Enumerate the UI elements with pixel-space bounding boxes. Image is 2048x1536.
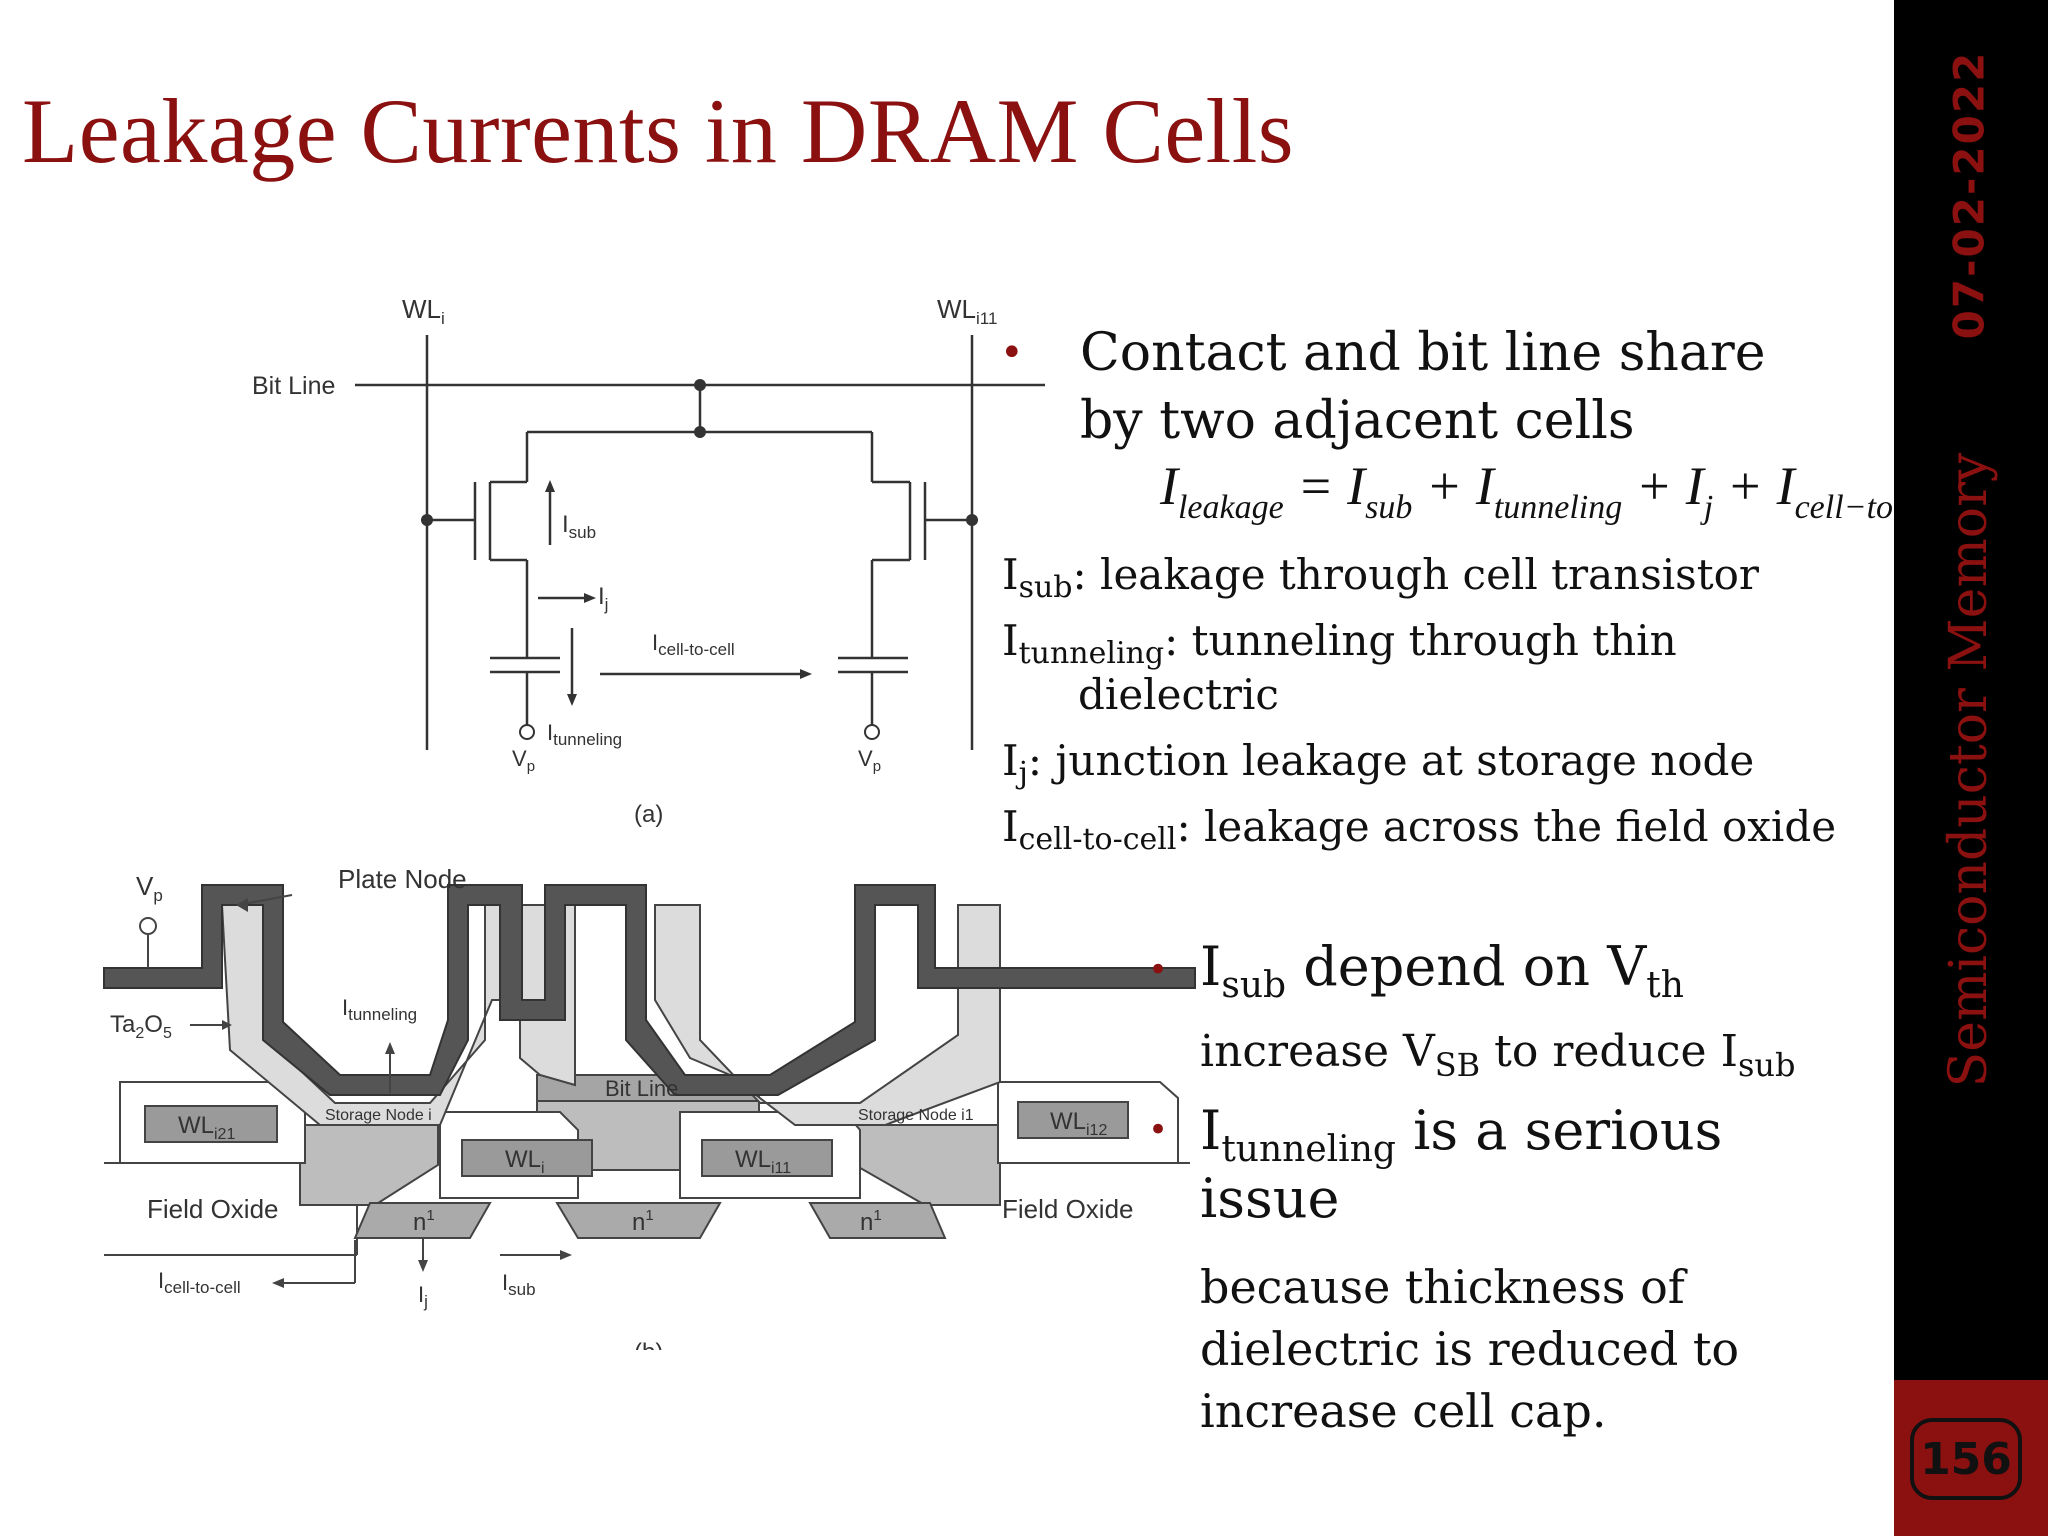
label-storage-node-i1: Storage Node i1 — [858, 1107, 974, 1124]
label-icell-b: Icell-to-cell — [158, 1268, 241, 1297]
label-wl-i-b: WLi — [505, 1146, 545, 1177]
def-itunneling-cont: dielectric — [1078, 670, 1279, 719]
page-number-box — [1894, 1380, 2048, 1536]
label-plate-node: Plate Node — [338, 864, 467, 894]
label-n-right: n1 — [860, 1207, 882, 1236]
leakage-equation: Ileakage = Isub + Itunneling + Ij + Icel… — [1160, 456, 1932, 526]
def-ij: Ij: junction leakage at storage node — [1002, 736, 1755, 791]
label-vp-right-a: Vp — [858, 746, 881, 775]
def-itunneling: Itunneling: tunneling through thin — [1002, 616, 1677, 671]
bullet-3-body-1: because thickness of — [1200, 1260, 1685, 1314]
label-bit-line-a: Bit Line — [252, 372, 335, 400]
label-wl-i21: WLi21 — [178, 1112, 235, 1143]
label-n-left: n1 — [413, 1207, 435, 1236]
page-number: 156 — [1910, 1418, 2022, 1500]
label-wl-i11-b: WLi11 — [735, 1146, 791, 1177]
label-field-oxide-right: Field Oxide — [1002, 1194, 1134, 1224]
bullet-1-line-2: by two adjacent cells — [1080, 391, 1635, 451]
label-ij-a: Ij — [598, 583, 608, 614]
label-wl-i1: WLi11 — [937, 294, 997, 328]
label-icell-a: Icell-to-cell — [652, 630, 735, 659]
bullet-3-line-2: issue — [1200, 1167, 1340, 1230]
label-ij-b: Ij — [418, 1282, 428, 1311]
def-isub: Isub: leakage through cell transistor — [1002, 550, 1759, 605]
bullet-3-body-3: increase cell cap. — [1200, 1384, 1607, 1438]
def-icell: Icell-to-cell: leakage across the field … — [1002, 802, 1837, 857]
caption-a: (a) — [634, 801, 663, 828]
label-isub-b: Isub — [502, 1270, 536, 1299]
course-title-overlay: Semiconductor Memory — [1939, 452, 1999, 1088]
label-vp-b: Vp — [136, 871, 163, 905]
label-ta2o5: Ta2O5 — [110, 1011, 172, 1042]
bullet-2-line-2: increase VSB to reduce Isub — [1200, 1026, 1796, 1084]
label-itunnel-b: Itunneling — [342, 995, 417, 1024]
bullet-2-marker: • — [1148, 950, 1169, 990]
label-storage-node-i: Storage Node i — [325, 1107, 432, 1124]
bullet-3-body-2: dielectric is reduced to — [1200, 1322, 1740, 1376]
bullet-1-line-1: Contact and bit line share — [1080, 323, 1766, 383]
bullet-3-line-1: Itunneling is a serious — [1200, 1099, 1723, 1170]
slide-date-overlay: 07-02-2022 — [1944, 50, 1994, 340]
sidebar-mask — [1894, 0, 2048, 1380]
figure-b-cross-section: Vp Plate Node Ta2O5 Itunneling Bit Line … — [103, 864, 1196, 1350]
label-field-oxide-left: Field Oxide — [147, 1194, 279, 1224]
label-wl-i12: WLi12 — [1050, 1108, 1107, 1139]
label-isub-a: Isub — [562, 511, 596, 542]
slide-title: Leakage Currents in DRAM Cells — [22, 80, 1295, 182]
label-bit-line-b: Bit Line — [605, 1076, 678, 1101]
label-n-mid: n1 — [632, 1207, 654, 1236]
caption-b: (b) — [634, 1339, 663, 1350]
bullet-2-line-1: Isub depend on Vth — [1200, 935, 1684, 1006]
label-wl-i: WLi — [402, 294, 445, 328]
bullet-3-marker: • — [1148, 1110, 1169, 1150]
bullet-1-marker: • — [1000, 330, 1024, 376]
figure-a-circuit: WLi WLi11 Bit Line Isub Ij Icell-to-cell… — [252, 294, 1045, 828]
label-itunnel-a: Itunneling — [547, 720, 622, 749]
label-vp-left-a: Vp — [512, 746, 535, 775]
